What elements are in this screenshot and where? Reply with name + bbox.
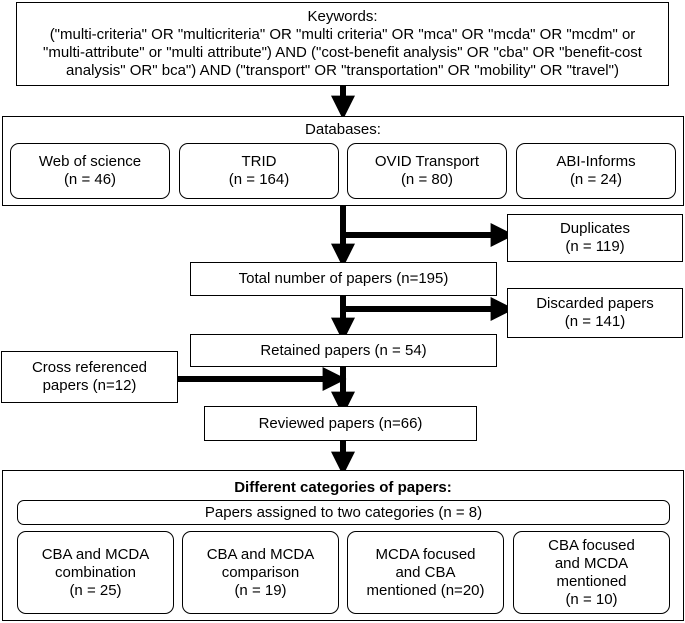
category-line: MCDA focused [375,545,476,563]
keywords-box: Keywords: ("multi-criteria" OR "multicri… [16,2,669,86]
cross-referenced-line-2: papers (n=12) [42,377,137,394]
database-ovid-transport: OVID Transport (n = 80) [347,143,507,199]
reviewed-label: Reviewed papers (n=66) [258,414,423,432]
category-cba-mcda-comparison: CBA and MCDA comparison (n = 19) [182,531,339,614]
database-web-of-science: Web of science (n = 46) [10,143,170,199]
category-count: (n = 25) [69,581,122,599]
category-line: CBA and MCDA [41,545,150,563]
category-mcda-focused: MCDA focused and CBA mentioned (n=20) [347,531,504,614]
keywords-heading: Keywords: [307,8,378,25]
category-cba-mcda-combination: CBA and MCDA combination (n = 25) [17,531,174,614]
keywords-line-2: "multi-attribute" or "multi attribute") … [43,44,642,61]
discarded-count: (n = 141) [564,313,626,330]
keywords-line-1: ("multi-criteria" OR "multicriteria" OR … [49,26,636,43]
duplicates-count: (n = 119) [565,238,625,255]
databases-heading: Databases: [305,121,381,138]
database-count: (n = 46) [63,171,117,188]
category-line: CBA focused [548,536,635,554]
database-name: ABI-Informs [556,153,636,170]
retained-label: Retained papers (n = 54) [260,341,427,359]
retained-box: Retained papers (n = 54) [190,334,497,367]
category-line: combination [55,563,136,581]
categories-heading: Different categories of papers: [234,479,452,496]
database-count: (n = 80) [400,171,454,188]
category-cba-focused: CBA focused and MCDA mentioned (n = 10) [513,531,670,614]
cross-referenced-box: Cross referenced papers (n=12) [1,351,178,403]
category-line: mentioned [556,572,627,590]
assigned-two-categories-box: Papers assigned to two categories (n = 8… [17,500,670,525]
duplicates-label: Duplicates [559,220,631,237]
duplicates-box: Duplicates (n = 119) [507,214,683,262]
database-trid: TRID (n = 164) [179,143,339,199]
discarded-label: Discarded papers [536,295,654,312]
category-line: CBA and MCDA [206,545,315,563]
category-line: and CBA [395,563,456,581]
database-count: (n = 164) [228,171,290,188]
category-count: mentioned (n=20) [366,581,485,599]
category-count: (n = 10) [565,590,618,608]
database-name: Web of science [38,153,142,170]
cross-referenced-line-1: Cross referenced [31,359,148,376]
discarded-box: Discarded papers (n = 141) [507,288,683,338]
database-name: OVID Transport [374,153,480,170]
category-line: and MCDA [554,554,629,572]
category-line: comparison [221,563,300,581]
database-name: TRID [241,153,277,170]
database-count: (n = 24) [569,171,623,188]
assigned-two-categories-label: Papers assigned to two categories (n = 8… [204,503,483,521]
total-papers-box: Total number of papers (n=195) [190,262,497,296]
keywords-line-3: analysis" OR" bca") AND ("transport" OR … [66,62,619,79]
reviewed-box: Reviewed papers (n=66) [204,406,477,441]
database-abi-informs: ABI-Informs (n = 24) [516,143,676,199]
total-papers-label: Total number of papers (n=195) [238,270,449,287]
category-count: (n = 19) [234,581,287,599]
